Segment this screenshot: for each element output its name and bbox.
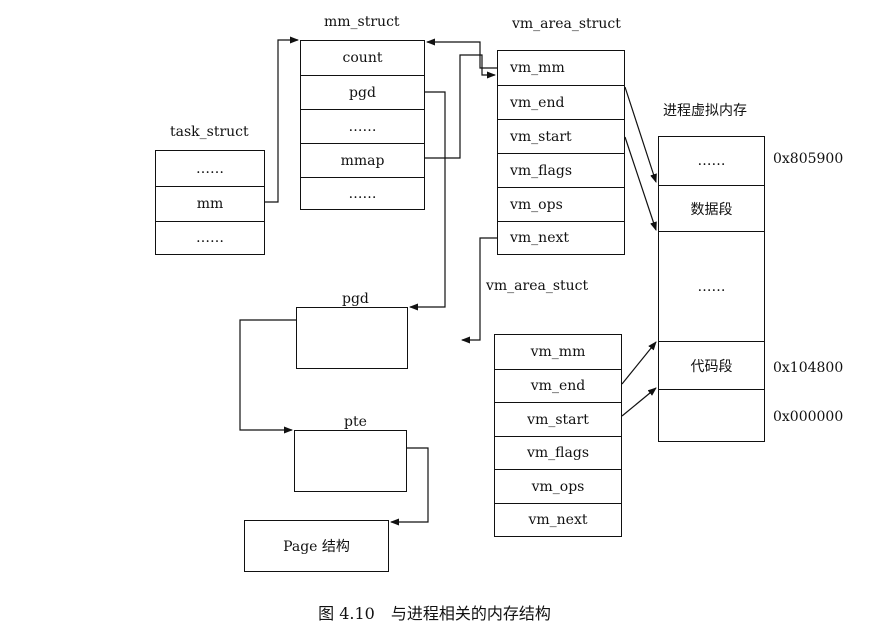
address-label: 0x805900 — [773, 151, 844, 167]
pte-title: pte — [344, 414, 367, 430]
arrow-vm-start-to-data-segment — [624, 136, 657, 231]
pgd-title: pgd — [342, 291, 369, 307]
vm-area-field-vm-end: vm_end — [495, 369, 621, 402]
vm-area-stuct-title: vm_area_stuct — [486, 278, 589, 294]
mm-struct-field-count: count — [342, 50, 383, 66]
address-label: 0x104800 — [773, 360, 844, 376]
mm-struct-field-mmap: mmap — [301, 143, 424, 177]
arrow-vm-mm-to-mm-struct — [426, 38, 497, 69]
task-struct-field: …… — [156, 221, 264, 254]
vm-area-struct-box-2: vm_mm vm_end vm_start vm_flags vm_ops vm… — [494, 334, 622, 537]
figure-caption: 图 4.10 与进程相关的内存结构 — [318, 604, 551, 623]
process-memory-title: 进程虚拟内存 — [663, 103, 747, 119]
arrow-pgd-to-pte — [239, 319, 296, 434]
vm-area-field-vm-flags: vm_flags — [495, 436, 621, 469]
memory-segment-ellipsis: …… — [659, 231, 764, 341]
memory-segment-data: 数据段 — [659, 185, 764, 231]
memory-segment-code: 代码段 — [659, 341, 764, 389]
page-struct-box: Page 结构 — [244, 520, 389, 572]
task-struct-title: task_struct — [170, 124, 249, 140]
vm-area-field-vm-flags: vm_flags — [498, 153, 624, 187]
task-struct-box: …… mm …… — [155, 150, 265, 255]
vm-area-field-vm-start: vm_start — [498, 119, 624, 153]
vm-area-field-vm-ops: vm_ops — [495, 469, 621, 503]
arrow-vm-end-to-code-segment — [621, 341, 657, 385]
vm-area-struct-title: vm_area_struct — [512, 16, 621, 32]
mm-struct-field: …… — [301, 177, 424, 209]
vm-area-field-vm-end: vm_end — [498, 85, 624, 119]
vm-area-field-vm-mm: vm_mm — [510, 60, 565, 76]
address-label: 0x000000 — [773, 409, 844, 425]
pte-box — [294, 430, 407, 492]
pgd-box — [296, 307, 408, 369]
task-struct-field: …… — [196, 160, 224, 177]
task-struct-field-mm: mm — [156, 186, 264, 221]
memory-segment-ellipsis: …… — [697, 153, 726, 169]
memory-segment-bottom — [659, 389, 764, 441]
process-memory-box: …… 数据段 …… 代码段 — [658, 136, 765, 442]
vm-area-field-vm-ops: vm_ops — [498, 187, 624, 221]
arrow-mm-to-mm-struct — [265, 36, 299, 203]
vm-area-struct-box-1: vm_mm vm_end vm_start vm_flags vm_ops vm… — [497, 50, 625, 255]
arrow-vm-start-to-code-segment — [621, 387, 657, 417]
mm-struct-field-pgd: pgd — [301, 75, 424, 109]
mm-struct-field: …… — [301, 109, 424, 143]
page-struct-label: Page 结构 — [283, 539, 350, 555]
arrow-vm-end-to-data-segment — [624, 86, 657, 183]
mm-struct-title: mm_struct — [324, 14, 400, 30]
vm-area-field-vm-next: vm_next — [495, 503, 621, 536]
mm-struct-box: count pgd …… mmap …… — [300, 40, 425, 210]
vm-area-field-vm-mm: vm_mm — [530, 344, 586, 360]
vm-area-field-vm-next: vm_next — [498, 221, 624, 254]
vm-area-field-vm-start: vm_start — [495, 402, 621, 436]
arrow-mmap-to-vm-area — [425, 54, 496, 159]
